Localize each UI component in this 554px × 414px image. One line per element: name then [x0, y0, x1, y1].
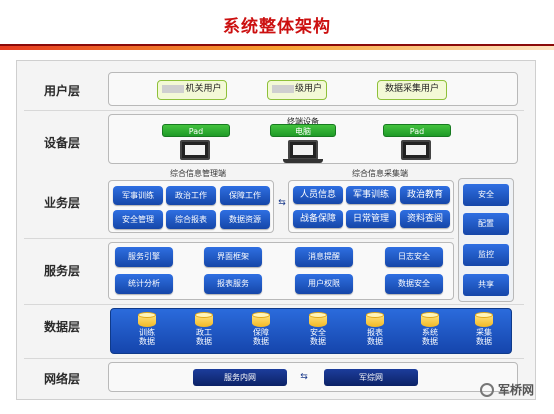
layer-label-device: 设备层	[43, 136, 80, 150]
layer-separator	[24, 110, 524, 111]
watermark-logo-icon	[480, 383, 494, 397]
title-divider-gradient	[0, 46, 554, 50]
service-engine[interactable]: 服务引擎	[115, 247, 173, 267]
watermark-text: 军桥网	[498, 383, 535, 397]
device-pad-right[interactable]: Pad	[383, 124, 451, 137]
side-config[interactable]: 配置	[463, 213, 509, 235]
db-support[interactable]: 保障数据	[244, 312, 278, 346]
service-report[interactable]: 报表服务	[204, 274, 262, 294]
two-way-arrow-icon: ⇆	[300, 372, 308, 382]
device-caption: 终端设备	[287, 117, 319, 126]
db-collection[interactable]: 采集数据	[467, 312, 501, 346]
collect-documents[interactable]: 资料查阅	[400, 210, 450, 228]
page-title: 系统整体架构	[223, 17, 331, 37]
database-icon	[195, 312, 213, 327]
mgmt-political-work[interactable]: 政治工作	[166, 186, 216, 205]
mgmt-data-resources[interactable]: 数据资源	[220, 210, 270, 229]
collect-training[interactable]: 军事训练	[346, 186, 396, 204]
mgmt-military-training[interactable]: 军事训练	[113, 186, 163, 205]
db-political[interactable]: 政工数据	[187, 312, 221, 346]
layer-separator	[24, 304, 524, 305]
database-icon	[366, 312, 384, 327]
network-internal[interactable]: 服务内网	[193, 369, 287, 386]
layer-separator	[24, 358, 524, 359]
collect-personnel[interactable]: 人员信息	[293, 186, 343, 204]
layer-label-business: 业务层	[43, 196, 80, 210]
laptop-base-icon	[283, 159, 323, 163]
collect-political-edu[interactable]: 政治教育	[400, 186, 450, 204]
service-data-security[interactable]: 数据安全	[385, 274, 443, 294]
device-pad-left[interactable]: Pad	[162, 124, 230, 137]
db-security[interactable]: 安全数据	[301, 312, 335, 346]
group-title-collection: 综合信息采集端	[352, 169, 408, 178]
mgmt-safety[interactable]: 安全管理	[113, 210, 163, 229]
db-system[interactable]: 系统数据	[413, 312, 447, 346]
mgmt-reports[interactable]: 综合报表	[166, 210, 216, 229]
redacted-mark	[162, 84, 185, 93]
two-way-arrow-icon: ⇆	[278, 198, 286, 208]
side-monitor[interactable]: 监控	[463, 244, 509, 266]
user-item-level[interactable]: 级用户	[267, 80, 327, 100]
redacted-mark	[271, 84, 294, 93]
layer-separator	[24, 238, 454, 239]
title-divider	[0, 44, 554, 46]
side-security[interactable]: 安全	[463, 184, 509, 206]
db-report[interactable]: 报表数据	[358, 312, 392, 346]
db-training[interactable]: 训练数据	[130, 312, 164, 346]
tablet-icon	[401, 140, 431, 160]
user-item-organ[interactable]: 机关用户	[157, 80, 227, 100]
service-user-permission[interactable]: 用户权限	[295, 274, 353, 294]
mgmt-support-work[interactable]: 保障工作	[220, 186, 270, 205]
collect-combat-readiness[interactable]: 战备保障	[293, 210, 343, 228]
layer-label-data: 数据层	[43, 320, 80, 334]
database-icon	[252, 312, 270, 327]
service-log-security[interactable]: 日志安全	[385, 247, 443, 267]
service-ui-framework[interactable]: 界面框架	[204, 247, 262, 267]
database-icon	[475, 312, 493, 327]
collect-daily-management[interactable]: 日常管理	[346, 210, 396, 228]
tablet-icon	[180, 140, 210, 160]
network-layer-panel	[108, 362, 518, 392]
service-message-alert[interactable]: 消息提醒	[295, 247, 353, 267]
side-share[interactable]: 共享	[463, 274, 509, 296]
group-title-management: 综合信息管理端	[170, 169, 226, 178]
service-statistics[interactable]: 统计分析	[115, 274, 173, 294]
layer-label-network: 网络层	[43, 372, 80, 386]
device-pc[interactable]: 电脑	[270, 124, 336, 137]
laptop-screen-icon	[288, 140, 318, 160]
database-icon	[309, 312, 327, 327]
database-icon	[421, 312, 439, 327]
network-military[interactable]: 军综网	[324, 369, 418, 386]
layer-label-service: 服务层	[43, 264, 80, 278]
database-icon	[138, 312, 156, 327]
layer-label-user: 用户层	[43, 84, 80, 98]
user-item-collector[interactable]: 数据采集用户	[377, 80, 447, 100]
